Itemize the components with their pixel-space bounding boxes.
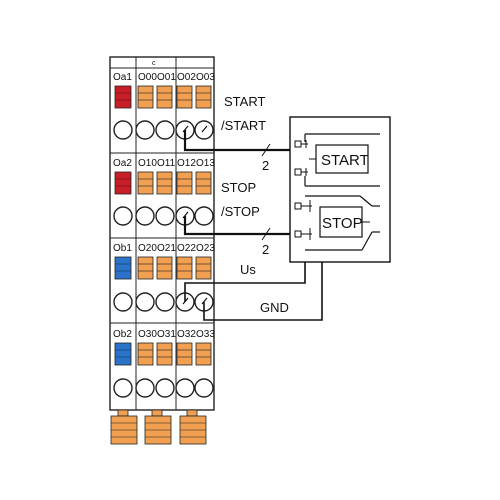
start-button-label: START bbox=[321, 152, 369, 169]
station-housing bbox=[289, 116, 391, 263]
spring-release-o03[interactable] bbox=[195, 85, 212, 109]
terminal-label-o11: O11 bbox=[157, 158, 176, 169]
terminal-label-o23: O23 bbox=[196, 243, 215, 254]
wire-gnd bbox=[203, 262, 323, 321]
spring-release-o30[interactable] bbox=[137, 342, 154, 366]
module-row-1: Oa1 O00 O01 O02 O03 bbox=[110, 72, 215, 154]
terminal-socket-o13[interactable] bbox=[194, 206, 214, 226]
module-row-3: Ob1 O20 O21 O22 O23 bbox=[110, 243, 215, 324]
module-row-4: Ob2 O30 O31 O32 O33 bbox=[113, 329, 215, 398]
terminal-socket-o33[interactable] bbox=[194, 378, 214, 398]
terminal-label-o21: O21 bbox=[157, 243, 176, 254]
wire-start bbox=[183, 130, 296, 152]
spring-release-o12[interactable] bbox=[176, 171, 193, 195]
label-start-wire-count: 2 bbox=[262, 158, 269, 173]
spring-release-o33[interactable] bbox=[195, 342, 212, 366]
terminal-socket-o21[interactable] bbox=[155, 292, 175, 312]
label-start: START bbox=[224, 94, 265, 109]
spring-release-o32[interactable] bbox=[176, 342, 193, 366]
terminal-socket-o31[interactable] bbox=[155, 378, 175, 398]
status-label-ob1: Ob1 bbox=[113, 243, 132, 254]
din-rail-feet bbox=[110, 409, 207, 445]
din-foot-right bbox=[179, 409, 207, 445]
terminal-socket[interactable] bbox=[113, 378, 133, 398]
stop-button-label: STOP bbox=[322, 215, 363, 232]
spring-release-o21[interactable] bbox=[156, 256, 173, 280]
terminal-label-o13: O13 bbox=[196, 158, 215, 169]
label-stop-wire-count: 2 bbox=[262, 242, 269, 257]
terminal-socket-o01[interactable] bbox=[155, 120, 175, 140]
stop-contacts bbox=[294, 200, 312, 240]
spring-release-o13[interactable] bbox=[195, 171, 212, 195]
module-row-2: Oa2 O10 O11 O12 O13 bbox=[110, 158, 215, 239]
status-label-ob2: Ob2 bbox=[113, 329, 132, 340]
status-led-red bbox=[114, 171, 132, 195]
pushbutton-station: START STOP bbox=[289, 116, 391, 263]
start-contacts bbox=[294, 140, 308, 176]
status-led-blue bbox=[114, 342, 132, 366]
terminal-label-o03: O03 bbox=[196, 72, 215, 83]
terminal-label-o00: O00 bbox=[138, 72, 157, 83]
label-start-inverted: /START bbox=[221, 118, 266, 133]
spring-release-o20[interactable] bbox=[137, 256, 154, 280]
wire-us bbox=[184, 262, 306, 302]
start-button[interactable]: START bbox=[304, 133, 380, 187]
wire-start-tick bbox=[261, 143, 271, 157]
spring-release-o11[interactable] bbox=[156, 171, 173, 195]
status-led-blue bbox=[114, 256, 132, 280]
terminal-socket-o11[interactable] bbox=[155, 206, 175, 226]
wiring bbox=[182, 125, 323, 321]
terminal-label-o10: O10 bbox=[138, 158, 157, 169]
terminal-socket-o20[interactable] bbox=[135, 292, 155, 312]
label-us: Us bbox=[240, 262, 256, 277]
terminal-socket[interactable] bbox=[113, 120, 133, 140]
spring-release-o01[interactable] bbox=[156, 85, 173, 109]
terminal-socket-o32[interactable] bbox=[175, 378, 195, 398]
terminal-label-o01: O01 bbox=[157, 72, 176, 83]
status-label-oa1: Oa1 bbox=[113, 72, 132, 83]
din-foot-middle bbox=[144, 409, 172, 445]
spring-release-o22[interactable] bbox=[176, 256, 193, 280]
label-stop-inverted: /STOP bbox=[221, 204, 260, 219]
stop-button[interactable]: STOP bbox=[305, 195, 380, 251]
terminal-socket[interactable] bbox=[113, 292, 133, 312]
status-led-red bbox=[114, 85, 132, 109]
spring-release-o02[interactable] bbox=[176, 85, 193, 109]
spring-release-o31[interactable] bbox=[156, 342, 173, 366]
spring-release-o23[interactable] bbox=[195, 256, 212, 280]
wire-stop-tick bbox=[261, 227, 271, 241]
spring-release-o10[interactable] bbox=[137, 171, 154, 195]
terminal-label-o32: O32 bbox=[177, 329, 196, 340]
terminal-label-o30: O30 bbox=[138, 329, 157, 340]
din-foot-left bbox=[110, 409, 138, 445]
terminal-socket-o10[interactable] bbox=[135, 206, 155, 226]
terminal-label-o31: O31 bbox=[157, 329, 176, 340]
terminal-label-o02: O02 bbox=[177, 72, 196, 83]
terminal-label-o33: O33 bbox=[196, 329, 215, 340]
terminal-socket-o30[interactable] bbox=[135, 378, 155, 398]
wire-stop bbox=[183, 216, 296, 236]
terminal-label-o22: O22 bbox=[177, 243, 196, 254]
status-label-oa2: Oa2 bbox=[113, 158, 132, 169]
terminal-socket[interactable] bbox=[113, 206, 133, 226]
terminal-label-o20: O20 bbox=[138, 243, 157, 254]
module-header-mark: c bbox=[152, 60, 156, 67]
label-gnd: GND bbox=[260, 300, 289, 315]
label-stop: STOP bbox=[221, 180, 256, 195]
terminal-label-o12: O12 bbox=[177, 158, 196, 169]
terminal-socket-o00[interactable] bbox=[135, 120, 155, 140]
spring-release-o00[interactable] bbox=[137, 85, 154, 109]
